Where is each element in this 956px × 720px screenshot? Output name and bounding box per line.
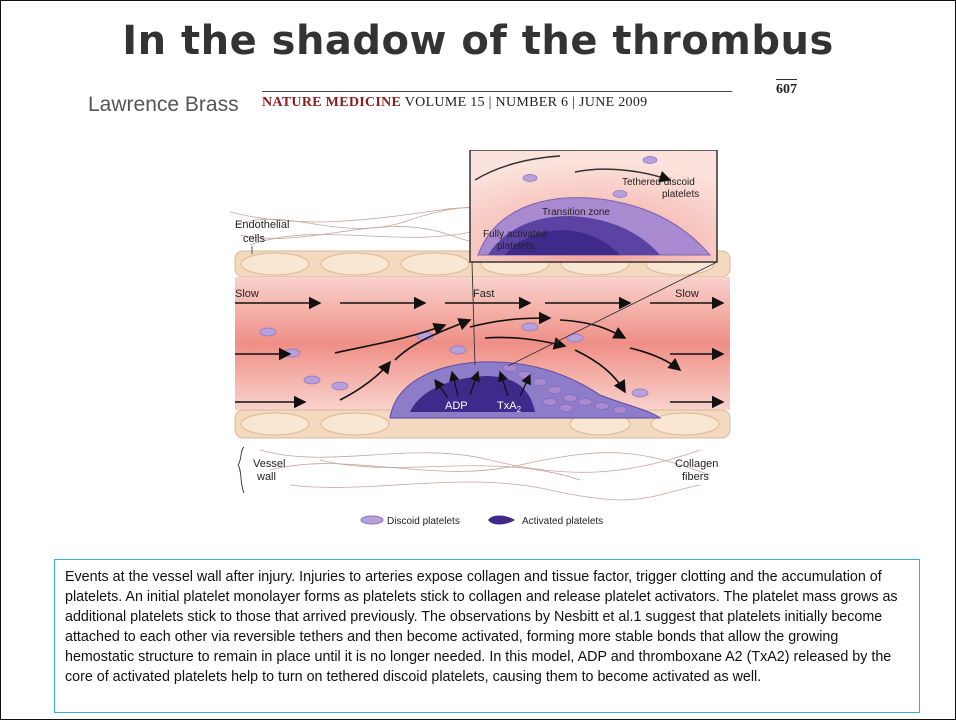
legend-activated-swatch (488, 516, 515, 525)
label-txa-subscript: 2 (517, 405, 522, 414)
label-endothelial-1: Endothelial (235, 219, 289, 231)
journal-name: NATURE MEDICINE (262, 95, 401, 110)
label-inset-activated-2: platelets (497, 241, 534, 252)
label-collagen-2: fibers (682, 471, 709, 483)
figure-legend: Discoid platelets Activated platelets (361, 516, 603, 528)
label-slow-left: Slow (235, 288, 259, 300)
legend-discoid-swatch (361, 516, 383, 524)
author-name: Lawrence Brass (88, 93, 239, 117)
label-inset-tethered-1: Tethered discoid (622, 177, 695, 188)
label-vessel-1: Vessel (253, 458, 285, 470)
label-fast: Fast (473, 288, 494, 300)
legend-activated-label: Activated platelets (522, 516, 603, 527)
citation-volume: VOLUME 15 | NUMBER 6 | JUNE 2009 (401, 95, 647, 110)
legend-discoid-label: Discoid platelets (387, 516, 460, 527)
label-slow-right: Slow (675, 288, 699, 300)
page-number: 607 (776, 79, 797, 98)
label-adp: ADP (445, 400, 468, 412)
collagen-fibers-bottom (260, 450, 710, 500)
label-collagen-1: Collagen (675, 458, 718, 470)
figure-caption: Events at the vessel wall after injury. … (54, 559, 920, 713)
label-inset-transition: Transition zone (542, 207, 610, 218)
thrombus-figure: Endothelial cells Slow Fast Slow ADP TxA… (230, 150, 740, 545)
label-inset-activated-1: Fully activated (483, 229, 547, 240)
label-inset-tethered-2: platelets (662, 189, 699, 200)
label-vessel-2: wall (256, 471, 276, 483)
label-endothelial-2: cells (243, 233, 266, 245)
slide-title: In the shadow of the thrombus (0, 18, 956, 64)
label-txa: TxA (497, 400, 517, 412)
journal-citation: NATURE MEDICINE VOLUME 15 | NUMBER 6 | J… (262, 91, 732, 111)
